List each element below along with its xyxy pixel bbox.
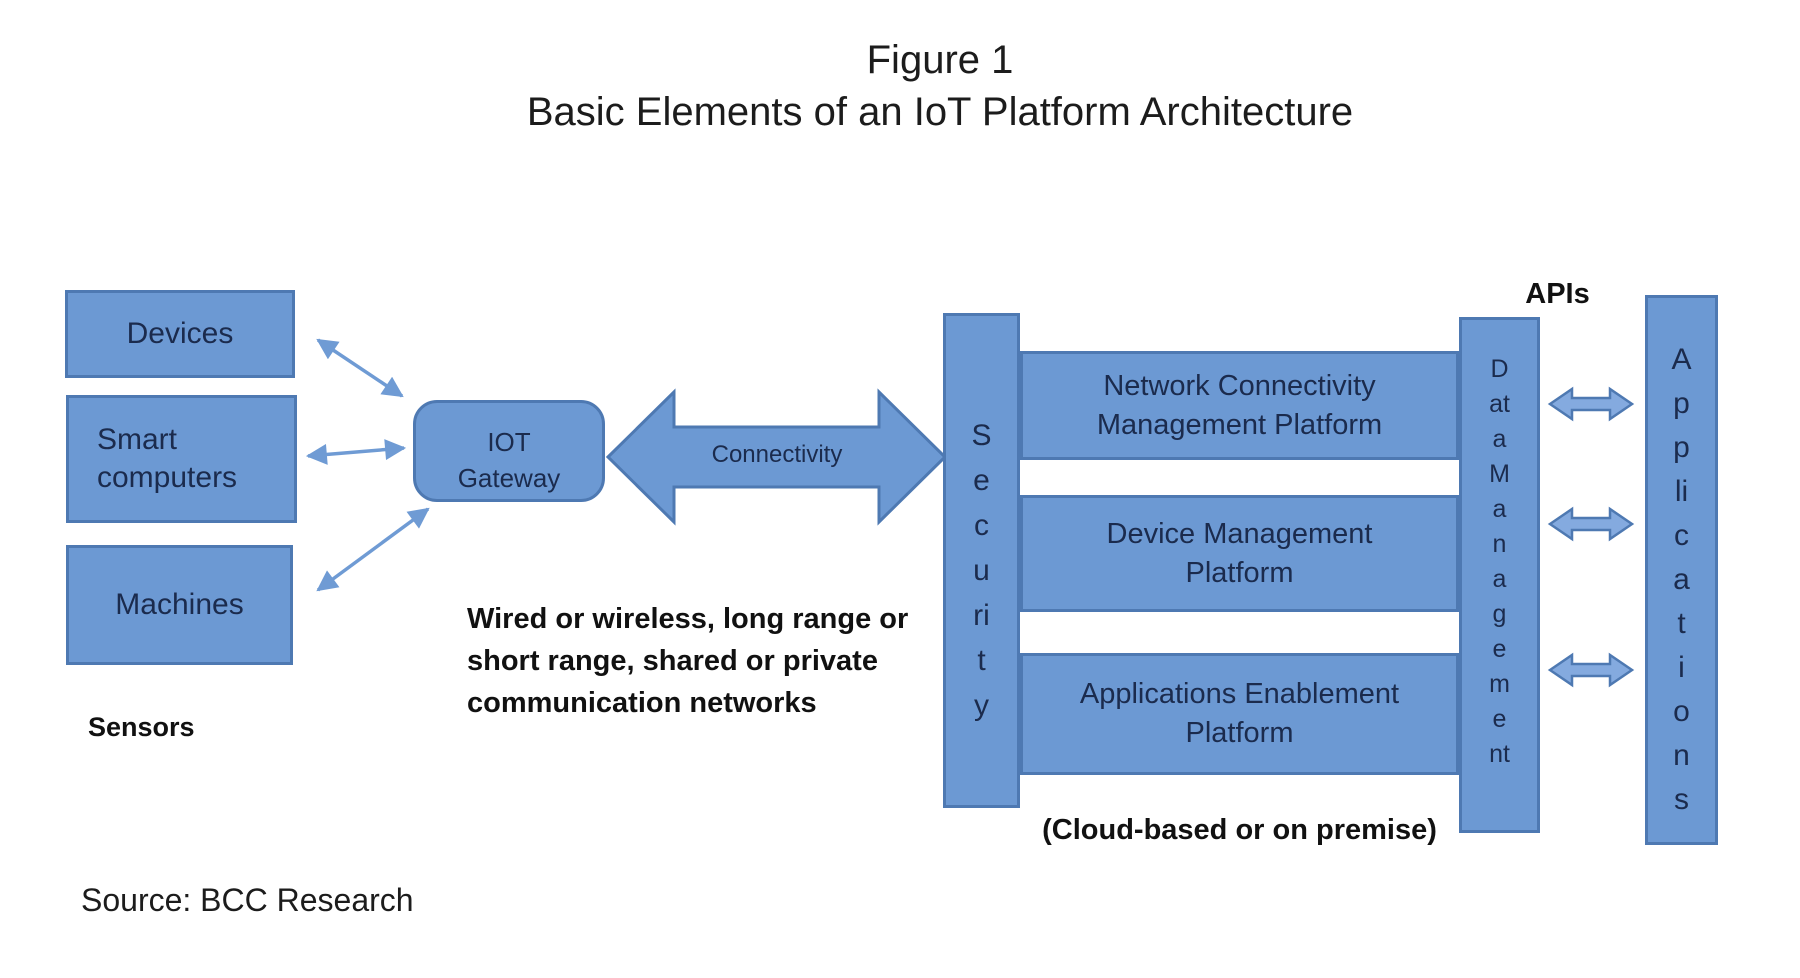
stack-line: li xyxy=(1674,475,1689,508)
figure-title: Figure 1 Basic Elements of an IoT Platfo… xyxy=(0,34,1800,138)
stack-line: e xyxy=(973,464,990,497)
stack-line: p xyxy=(1673,387,1690,420)
stack-line: computers xyxy=(97,461,238,494)
stack-line: a xyxy=(1492,495,1507,523)
api-arrow-middle xyxy=(1547,506,1635,542)
figure-subtitle: Basic Elements of an IoT Platform Archit… xyxy=(526,90,1354,134)
stack-line: p xyxy=(1673,431,1690,464)
stack-line: short range, shared or private xyxy=(467,645,878,677)
machines-label: Machines xyxy=(115,588,244,621)
stack-line: D xyxy=(1490,355,1509,383)
stack-line: y xyxy=(974,689,989,722)
stack-line: c xyxy=(974,509,989,542)
devices-box: Devices xyxy=(65,290,295,378)
apis-label: APIs xyxy=(1525,278,1590,310)
stack-line: s xyxy=(1674,783,1689,816)
iot-gateway-box: IOT Gateway xyxy=(413,400,605,502)
api-arrow-bottom xyxy=(1547,652,1635,688)
machines-gateway-arrow xyxy=(316,507,430,592)
stack-line: t xyxy=(1677,607,1686,640)
devices-label: Devices xyxy=(126,317,234,350)
stack-line: e xyxy=(1492,635,1507,663)
stack-line: Platform xyxy=(1185,556,1294,589)
connectivity-description: Wired or wireless, long range or short ra… xyxy=(467,598,908,724)
stack-line: a xyxy=(1492,565,1507,593)
stack-line: A xyxy=(1671,343,1692,376)
cloud-caption: (Cloud-based or on premise) xyxy=(1042,814,1437,846)
stack-line: o xyxy=(1673,695,1690,728)
stack-line: n xyxy=(1673,739,1690,772)
stack-line: Management Platform xyxy=(1096,408,1383,441)
smart-computers-gateway-arrow xyxy=(305,439,407,465)
stack-line: S xyxy=(971,419,992,452)
machines-box: Machines xyxy=(66,545,293,665)
iot-gateway-label: IOT Gateway xyxy=(458,403,561,496)
stack-line: communication networks xyxy=(467,687,817,719)
stack-line: u xyxy=(973,554,990,587)
api-arrow-top xyxy=(1547,386,1635,422)
stack-line: i xyxy=(1678,651,1685,684)
devices-gateway-arrow xyxy=(316,338,404,398)
stack-line: t xyxy=(977,644,986,677)
smart-computers-label: Smart computers xyxy=(97,421,237,497)
stack-line: Device Management xyxy=(1106,517,1373,550)
stack-line: ri xyxy=(973,599,990,632)
stack-line: m xyxy=(1489,670,1510,698)
stack-line: Smart xyxy=(97,423,178,456)
source-caption: Source: BCC Research xyxy=(81,882,414,918)
stack-line: at xyxy=(1489,390,1510,418)
stack-line: n xyxy=(1492,530,1507,558)
stack-line: IOT xyxy=(487,427,531,457)
stack-line: Wired or wireless, long range or xyxy=(467,603,909,635)
stack-line: Platform xyxy=(1185,717,1294,749)
stack-line: a xyxy=(1673,563,1690,596)
connectivity-label: Connectivity xyxy=(711,441,843,468)
stack-line: c xyxy=(1674,519,1689,552)
stack-line: M xyxy=(1489,460,1510,488)
stack-line: e xyxy=(1492,705,1507,733)
stack-line: Applications Enablement xyxy=(1079,678,1400,710)
smart-computers-box: Smart computers xyxy=(66,395,297,523)
sensors-caption: Sensors xyxy=(88,712,195,742)
figure-number: Figure 1 xyxy=(866,38,1014,82)
stack-line: Network Connectivity xyxy=(1103,369,1376,402)
stack-line: g xyxy=(1492,600,1507,628)
stack-line: Gateway xyxy=(457,463,561,493)
stack-line: nt xyxy=(1489,740,1510,768)
stack-line: a xyxy=(1492,425,1507,453)
